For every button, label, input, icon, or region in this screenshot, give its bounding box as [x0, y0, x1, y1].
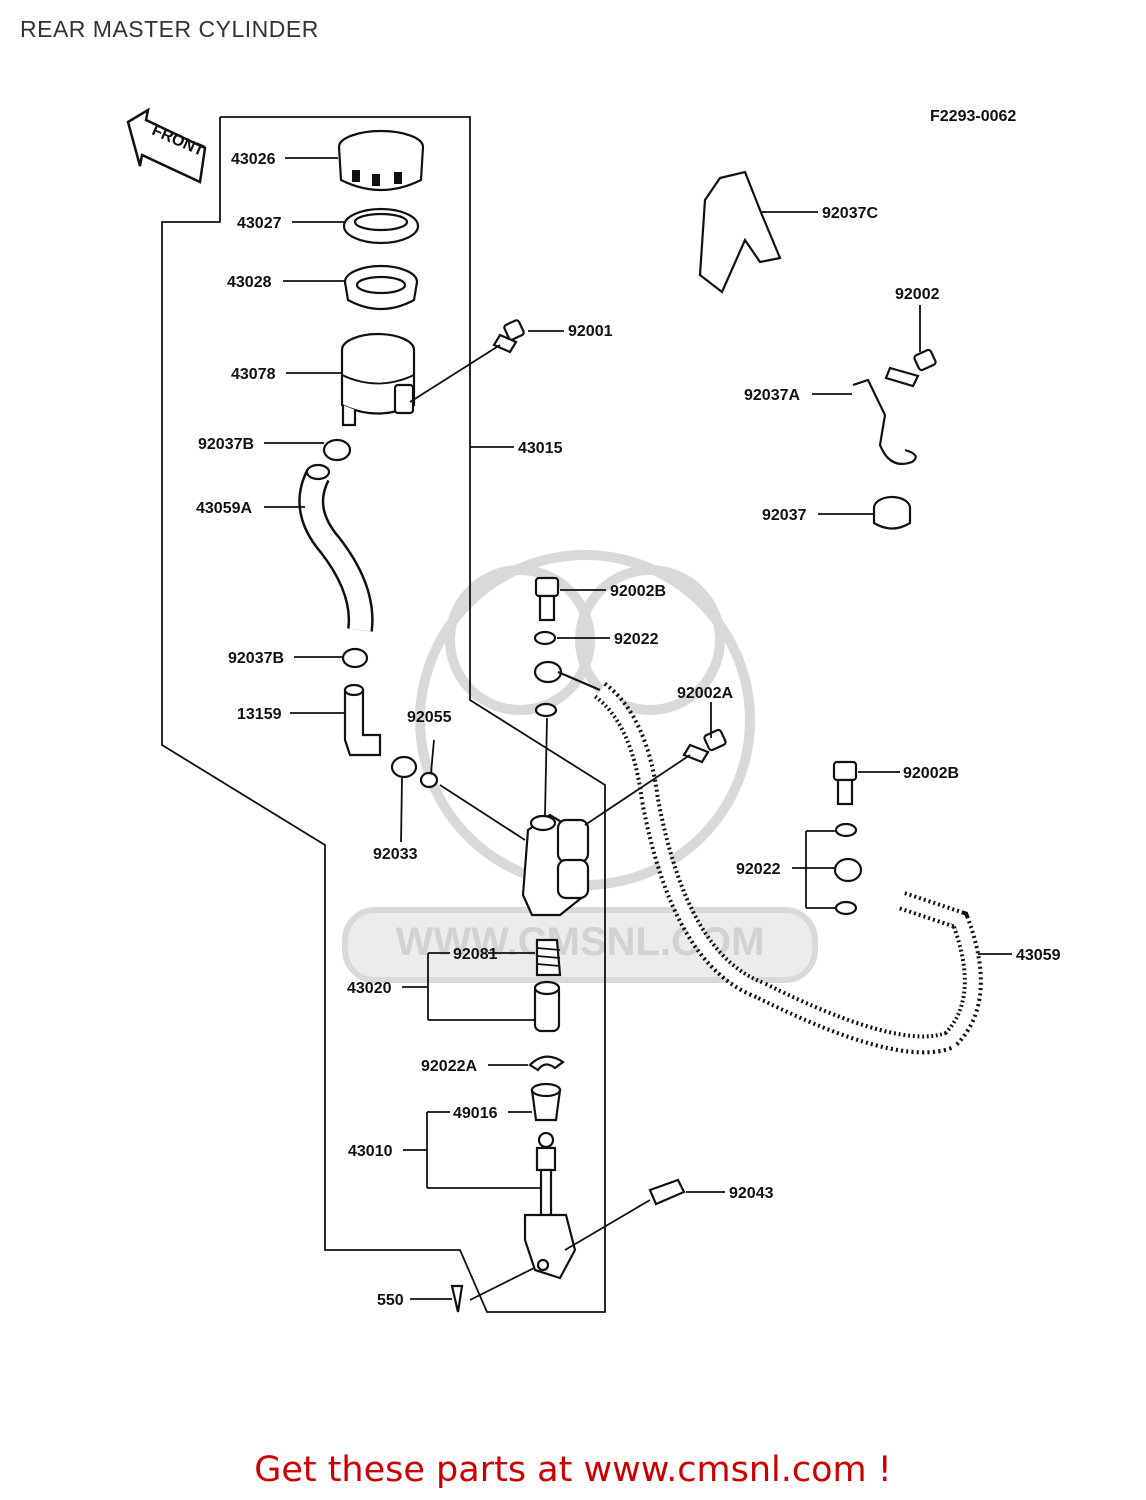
part-label: 92033	[373, 846, 418, 863]
part-label: 92022	[736, 861, 781, 878]
reservoir	[340, 332, 416, 427]
assembly-outline	[161, 116, 606, 1313]
footer-link[interactable]: Get these parts at www.cmsnl.com !	[254, 1450, 892, 1490]
diagram-title: REAR MASTER CYLINDER	[20, 16, 319, 42]
part-label: 43059A	[196, 500, 252, 517]
part-label: 92002	[895, 286, 940, 303]
part-label: 92043	[729, 1185, 774, 1202]
part-label: 92037	[762, 507, 807, 524]
grommet-92037	[872, 495, 912, 530]
dust-boot	[530, 1082, 562, 1122]
clamp-92037A	[852, 378, 917, 466]
brake-hose	[533, 660, 983, 1055]
hose-bracket-92037C	[698, 170, 782, 294]
master-cylinder-body	[521, 813, 590, 917]
spring	[535, 938, 562, 977]
part-label: 92002A	[677, 685, 733, 702]
part-label: 43028	[227, 274, 272, 291]
clamp-upper	[322, 438, 352, 462]
part-label: 13159	[237, 706, 282, 723]
washers-upper	[533, 630, 558, 718]
banjo-bolt-upper	[534, 576, 560, 622]
washers-right	[834, 822, 858, 916]
part-label: 43078	[231, 366, 276, 383]
circlip	[390, 755, 418, 779]
part-label: 49016	[453, 1105, 498, 1122]
part-label: 92002B	[903, 765, 959, 782]
bolt-92002	[884, 348, 937, 388]
elbow-fitting	[343, 683, 382, 757]
piston	[533, 980, 561, 1033]
circlip-92022A	[528, 1055, 565, 1072]
part-label: 43015	[518, 440, 563, 457]
clevis-pin	[648, 1178, 686, 1206]
part-label: 92022A	[421, 1058, 477, 1075]
diaphragm	[343, 264, 419, 310]
cotter-pin	[450, 1284, 464, 1313]
part-label: 92081	[453, 946, 498, 963]
reference-code: F2293-0062	[930, 108, 1016, 125]
part-label: 92002B	[610, 583, 666, 600]
part-label: 92055	[407, 709, 452, 726]
part-label: 43020	[347, 980, 392, 997]
parts-diagram: WWW.CMSNL.COM F2293-0062 FRONT	[126, 107, 1061, 1313]
push-rod	[523, 1131, 577, 1280]
part-label: 92001	[568, 323, 613, 340]
part-label: 550	[377, 1292, 404, 1309]
part-label: 92037B	[228, 650, 284, 667]
part-label: 92037B	[198, 436, 254, 453]
part-labels: 43026 43027 43028 43078 92037B 43059A 92…	[196, 151, 1061, 1309]
part-label: 43026	[231, 151, 276, 168]
banjo-bolt-right	[832, 760, 858, 806]
leader-lines	[264, 157, 1012, 1301]
o-ring	[419, 771, 439, 789]
reservoir-hose	[298, 463, 374, 632]
part-label: 92037C	[822, 205, 878, 222]
part-label: 92037A	[744, 387, 800, 404]
front-arrow: FRONT	[126, 107, 207, 184]
diaphragm-plate	[342, 207, 420, 245]
clamp-lower	[341, 647, 369, 669]
part-label: 43027	[237, 215, 282, 232]
part-label: 43059	[1016, 947, 1061, 964]
part-label: 92022	[614, 631, 659, 648]
screw-92001	[492, 319, 525, 354]
part-label: 43010	[348, 1143, 393, 1160]
reservoir-cap	[337, 129, 425, 192]
bolt-92002A	[682, 728, 727, 764]
